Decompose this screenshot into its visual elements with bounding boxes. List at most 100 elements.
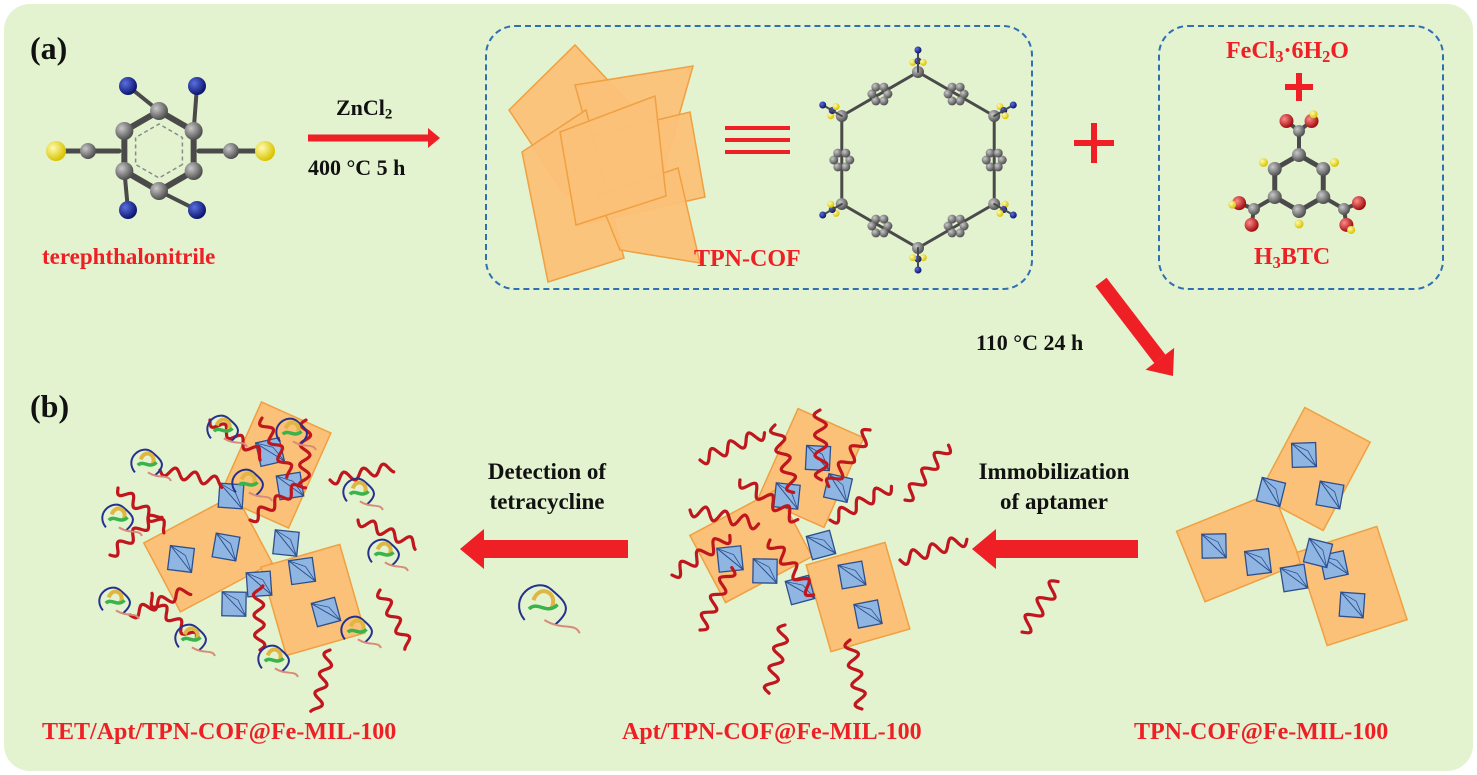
mof-octahedron: [1338, 591, 1366, 619]
aptamer-strand: [309, 648, 334, 713]
cof-sheets: [508, 43, 706, 283]
product-apt-label: Apt/TPN-COF@Fe-MIL-100: [622, 719, 922, 745]
aptamer-strand: [762, 623, 790, 695]
mof-octahedron: [805, 529, 837, 561]
mof-octahedron: [1302, 537, 1334, 569]
aptamer-strand: [257, 416, 294, 479]
immobilization-step-label: Immobilization of aptamer: [956, 457, 1152, 517]
mof-octahedron: [287, 556, 317, 586]
aptamer-strand: [824, 427, 872, 489]
tpn-cof-label: TPN-COF: [694, 246, 801, 272]
aptamer-strand: [898, 536, 969, 566]
detection-line-1: Detection of: [487, 459, 607, 484]
mof-octahedron: [1290, 441, 1318, 469]
aptamer-strand: [328, 462, 396, 486]
plus-metal-linker: [1285, 73, 1313, 101]
aptamer-strand: [115, 486, 166, 535]
cof-sheet: [142, 493, 274, 613]
mof-octahedron: [310, 596, 342, 628]
mof-octahedron: [1201, 533, 1227, 559]
tetracycline-aptamer-complex: [518, 584, 581, 634]
aptamer-strand: [1020, 579, 1060, 635]
mof-octahedron: [752, 558, 778, 584]
tetracycline-aptamer-complex: [206, 414, 248, 448]
fecl3-label: FeCl3·6H2O: [1226, 38, 1349, 67]
aptamer-strand: [208, 418, 262, 462]
aptamer-strand: [738, 478, 800, 524]
tetracycline-aptamer-complex: [275, 417, 317, 451]
terephthalonitrile-label: terephthalonitrile: [42, 244, 216, 269]
mof-octahedron: [1243, 547, 1273, 577]
composite-tpn-cof-fe-mil-100: [1175, 406, 1409, 647]
aptamer-strand: [828, 484, 894, 525]
mof-octahedron: [1255, 476, 1287, 508]
aptamer-strand: [768, 423, 798, 494]
mof-octahedron: [837, 560, 867, 590]
aptamer-strand: [375, 588, 412, 651]
solvothermal-condition-label: 110 °C 24 h: [976, 330, 1084, 355]
zncl2-reagent-label: ZnCl2: [336, 95, 393, 123]
cof-sheet: [805, 541, 911, 653]
detection-step-label: Detection of tetracycline: [452, 457, 642, 517]
aptamer-strand: [149, 591, 199, 642]
aptamer-strand: [698, 431, 767, 466]
tetracycline-aptamer-complex: [98, 586, 140, 620]
tetracycline-aptamer-complex: [342, 477, 384, 511]
detection-line-2: tetracycline: [489, 489, 605, 514]
aptamer-strand: [766, 538, 816, 598]
mof-octahedron: [245, 570, 273, 598]
immobilization-line-2: of aptamer: [1000, 489, 1108, 514]
composite-apt-tpn-cof-fe-mil-100: [670, 407, 969, 711]
aptamer-strand: [670, 533, 732, 580]
diagram-background: [4, 4, 1473, 771]
tetracycline-aptamer-complex: [231, 468, 273, 502]
cof-sheet: [1256, 406, 1372, 532]
mof-octahedron: [272, 529, 300, 557]
mof-octahedron: [853, 599, 883, 629]
terephthalonitrile-molecule: [46, 77, 275, 219]
aptamer-strand: [251, 584, 267, 652]
arrow-solvothermal: [1095, 277, 1175, 376]
panel-a-letter: (a): [30, 30, 68, 66]
cof-sheet: [1175, 491, 1303, 603]
aptamer-strand: [843, 638, 867, 711]
arrow-detection: [460, 529, 628, 569]
panel-b-letter: (b): [30, 388, 70, 424]
product-tpn-cof-fe-mil-100-label: TPN-COF@Fe-MIL-100: [1134, 719, 1389, 745]
composite-tet-apt-tpn-cof-fe-mil-100: [98, 401, 417, 713]
h3btc-molecule: [1228, 110, 1366, 234]
tetracycline-aptamer-complex: [101, 503, 143, 537]
immobilization-line-1: Immobilization: [978, 459, 1130, 484]
equivalence-symbol: [725, 126, 790, 154]
aptamer-strand: [158, 466, 224, 489]
arrow-zncl2: [308, 128, 440, 148]
mof-octahedron: [166, 544, 196, 574]
aptamer-strand: [903, 443, 953, 503]
arrow-immobilization: [972, 529, 1138, 569]
product-tet-apt-label: TET/Apt/TPN-COF@Fe-MIL-100: [42, 719, 397, 745]
cof-sheet: [218, 401, 332, 529]
precursor-box: [1158, 25, 1444, 290]
tetracycline-aptamer-complex: [340, 615, 382, 649]
cof-sheet: [559, 94, 667, 226]
free-aptamer: [1020, 579, 1060, 635]
aptamer-strand: [698, 565, 737, 632]
tpn-cof-box: [485, 25, 1033, 290]
cof-pore-structure: [819, 46, 1017, 274]
mof-octahedron: [716, 545, 744, 573]
aptamer-strand: [128, 587, 193, 620]
plus-cof-metal: [1074, 123, 1114, 163]
h3btc-label: H3BTC: [1254, 244, 1331, 273]
aptamer-strand: [356, 518, 417, 551]
mof-octahedron: [1279, 563, 1309, 593]
ionothermal-condition-label: 400 °C 5 h: [308, 155, 406, 180]
tetracycline-aptamer-complex: [367, 538, 409, 572]
mof-octahedron: [1315, 480, 1345, 510]
tetracycline-aptamer-complex: [257, 644, 299, 678]
cof-sheet: [259, 543, 367, 657]
aptamer-strand: [248, 482, 308, 524]
mof-octahedron: [211, 532, 241, 562]
mof-octahedron: [221, 591, 247, 617]
tetracycline-aptamer-complex: [174, 623, 216, 657]
